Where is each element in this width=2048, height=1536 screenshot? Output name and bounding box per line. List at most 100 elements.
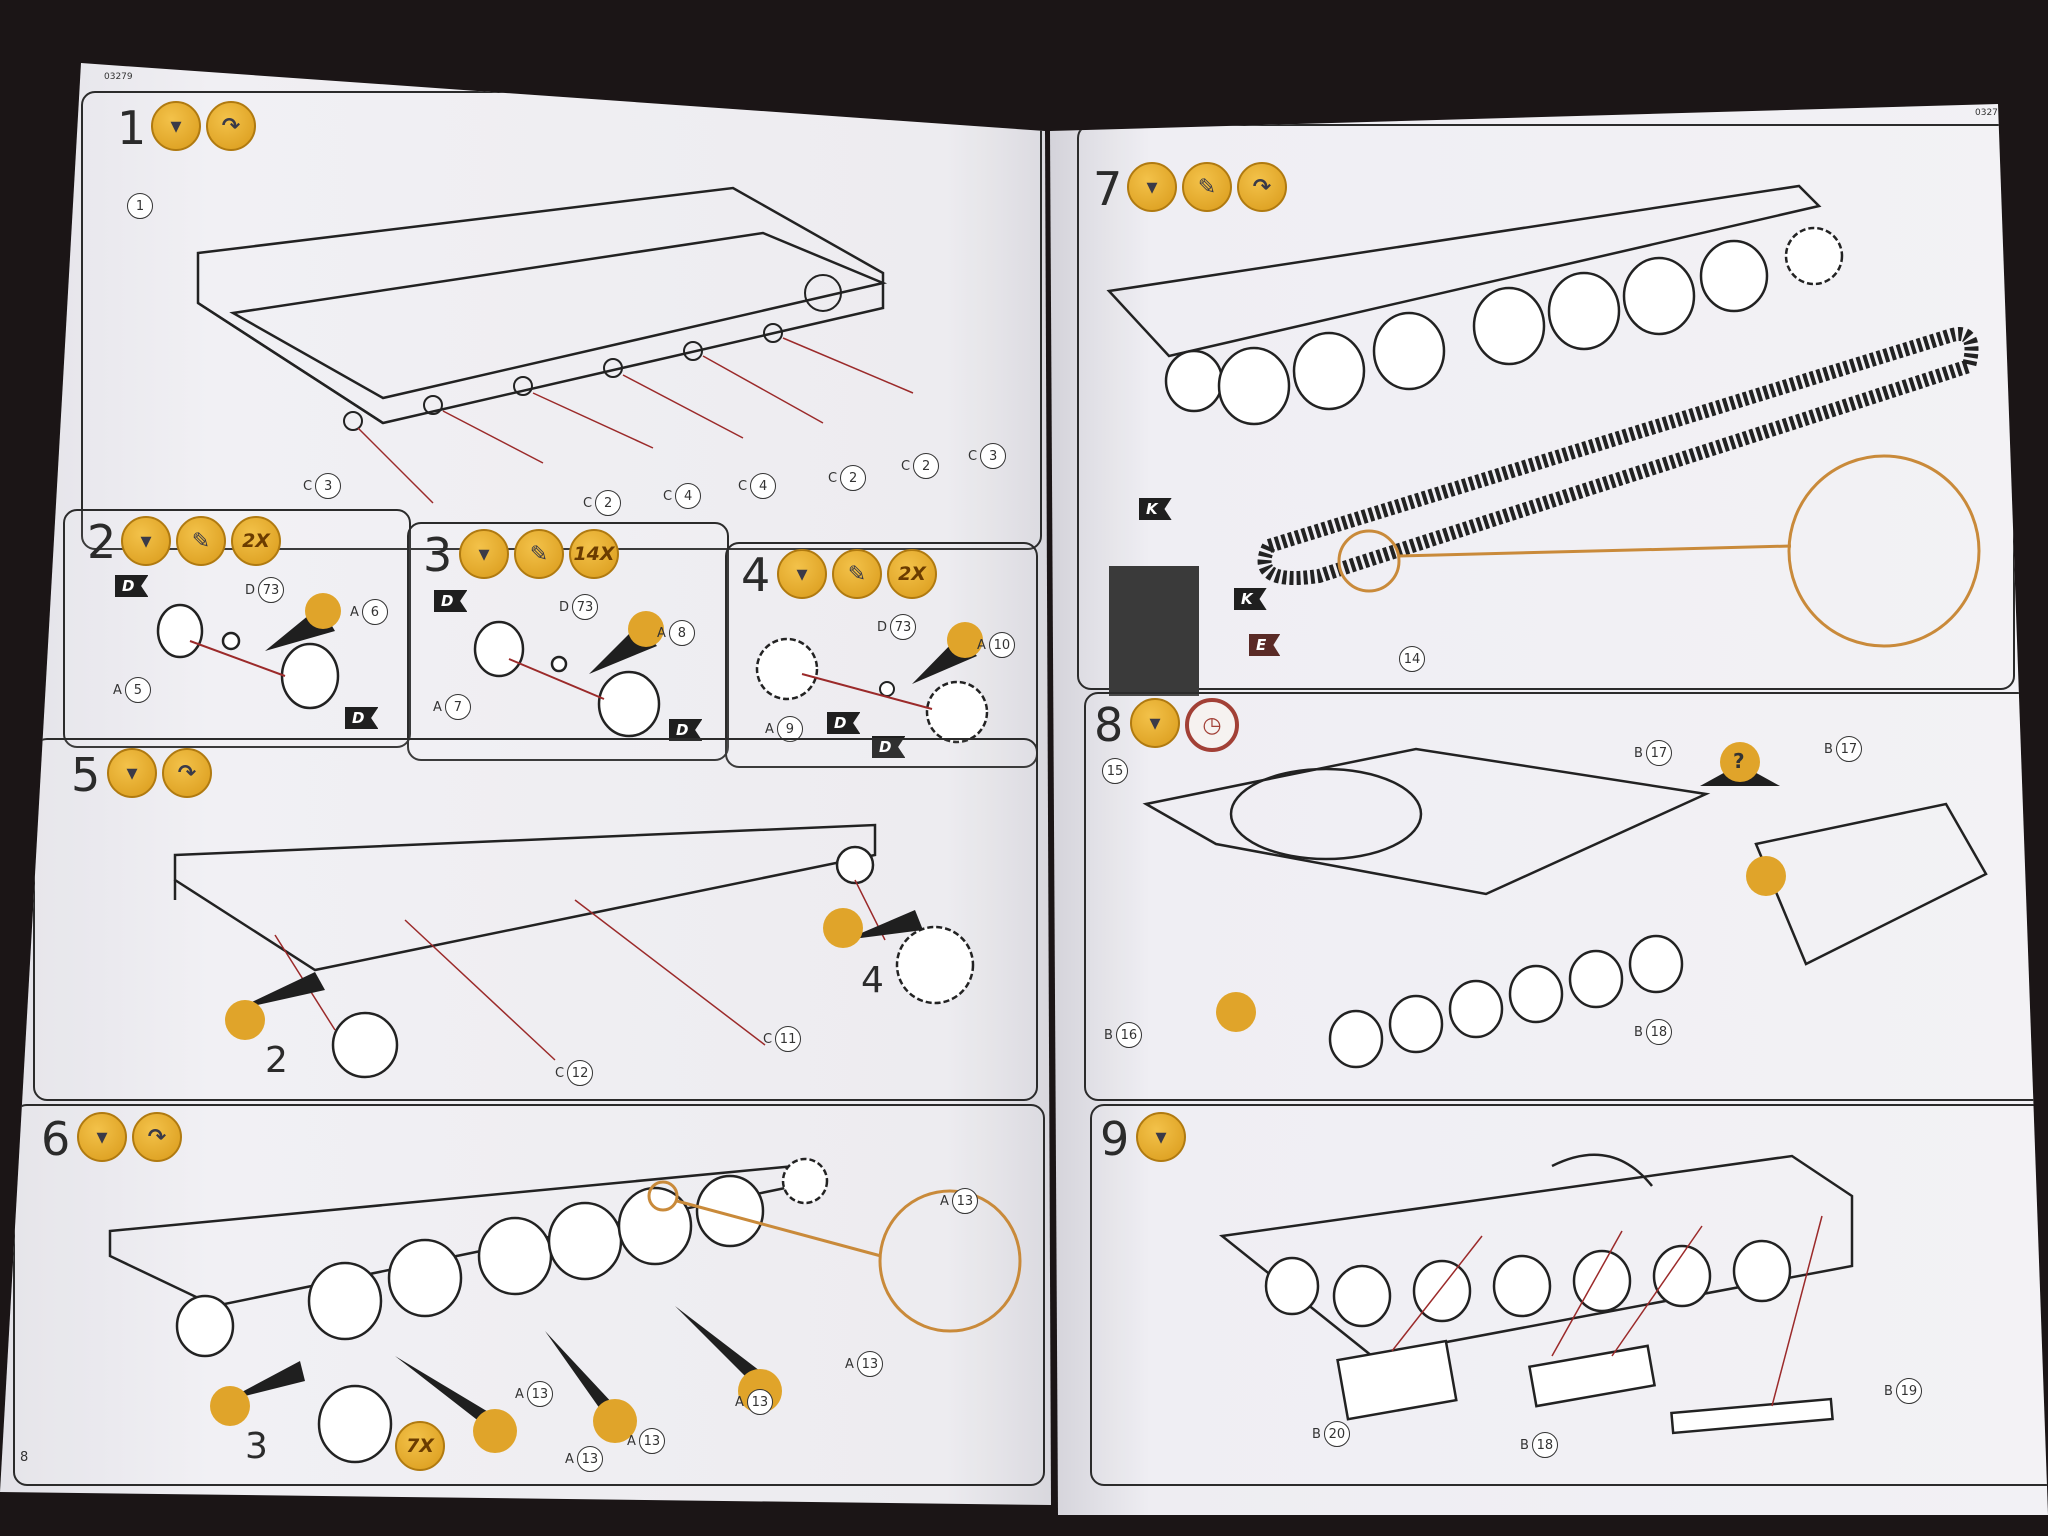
sprue-flag: D — [115, 575, 149, 597]
part-callout: 1 — [127, 193, 153, 219]
multiplier-badge: 7X — [395, 1421, 445, 1471]
flip-icon: ↷ — [1237, 162, 1287, 212]
glue-icon: ▾ — [777, 549, 827, 599]
subassembly-ref: 2 — [265, 1040, 288, 1081]
glue-icon: ▾ — [151, 101, 201, 151]
track-drawing — [1106, 184, 1981, 696]
glue-icon: ▾ — [1130, 698, 1180, 748]
step-number: 3 — [423, 528, 453, 582]
flip-icon: ↷ — [132, 1112, 182, 1162]
subassembly-ref: 4 — [861, 960, 884, 1001]
page-number: 8 — [20, 1450, 29, 1465]
multiplier-badge: 2X — [887, 549, 937, 599]
glue-icon: ▾ — [107, 748, 157, 798]
sprue-flag: D — [345, 707, 379, 729]
multiplier-badge: 14X — [569, 529, 619, 579]
step-number: 5 — [71, 748, 101, 802]
step-number: 1 — [117, 101, 147, 155]
hull-drawing — [173, 823, 975, 1079]
sprue-flag: D — [872, 736, 906, 758]
help-icon: ? — [1733, 749, 1745, 773]
paint-icon: ✎ — [1182, 162, 1232, 212]
kit-code: 03279 — [104, 72, 133, 82]
sprue-flag: K — [1234, 588, 1267, 610]
clock-icon: ◷ — [1185, 698, 1239, 752]
glue-icon: ▾ — [1136, 1112, 1186, 1162]
step-number: 9 — [1100, 1112, 1130, 1166]
sprue-flag: D — [669, 719, 703, 741]
step-number: 2 — [87, 515, 117, 569]
glue-icon: ▾ — [1127, 162, 1177, 212]
glue-icon: ▾ — [77, 1112, 127, 1162]
kit-code: 03279 — [1975, 108, 2004, 118]
wheel-drawing — [473, 611, 664, 738]
glue-icon: ▾ — [459, 529, 509, 579]
step-number: 8 — [1094, 698, 1124, 752]
step-number: 4 — [741, 548, 771, 602]
paint-icon: ✎ — [514, 529, 564, 579]
step-7-panel: 7 ▾ ✎ ↷ K K E 14 — [1077, 124, 2015, 696]
step-number: 6 — [41, 1112, 71, 1166]
flip-icon: ↷ — [206, 101, 256, 151]
sprue-flag: E — [1249, 634, 1281, 656]
sprocket-drawing — [755, 622, 989, 744]
step-number: 7 — [1093, 162, 1123, 216]
sprue-flag: K — [1139, 498, 1172, 520]
subassembly-ref: 3 — [245, 1426, 268, 1467]
multiplier-badge: 2X — [231, 516, 281, 566]
sprue-flag: D — [827, 712, 861, 734]
part-callout: 14 — [1399, 646, 1425, 672]
hull-drawing — [196, 186, 914, 504]
hull-drawing — [1142, 742, 1988, 1069]
hull-drawing — [108, 1157, 1022, 1464]
wheel-drawing — [156, 593, 341, 710]
part-callout: 15 — [1102, 758, 1128, 784]
paint-icon: ✎ — [832, 549, 882, 599]
right-page: 03279 7 ▾ ✎ ↷ K K E 14 8 ▾ ◷ — [1050, 104, 2048, 1515]
glue-icon: ▾ — [121, 516, 171, 566]
paint-icon: ✎ — [176, 516, 226, 566]
hull-drawing — [1218, 1153, 1854, 1435]
flip-icon: ↷ — [162, 748, 212, 798]
